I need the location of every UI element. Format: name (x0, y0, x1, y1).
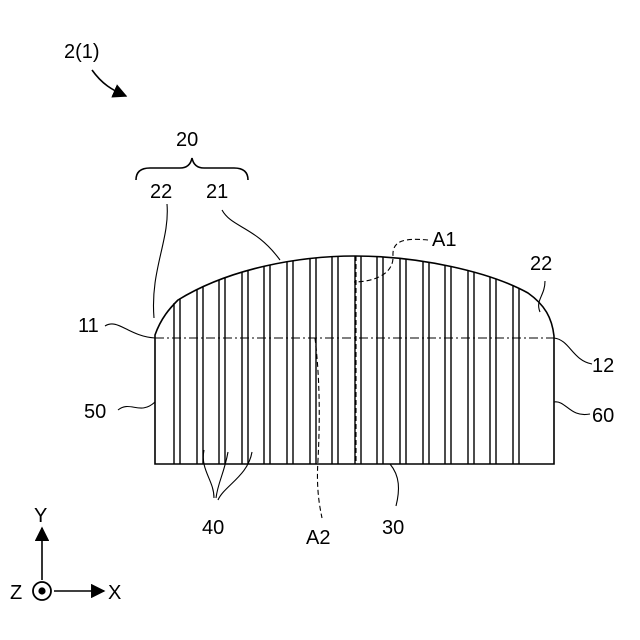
label-50: 50 (84, 401, 106, 423)
leader-30 (390, 464, 398, 506)
leader-50 (118, 402, 155, 410)
label-A1: A1 (432, 229, 456, 251)
leader-40-c (218, 452, 252, 500)
label-30: 30 (382, 517, 404, 539)
label-22-right: 22 (530, 253, 552, 275)
z-axis-dot (38, 587, 45, 594)
label-12: 12 (592, 355, 614, 377)
leader-12 (554, 338, 592, 364)
figure-ref-label: 2(1) (64, 41, 100, 63)
leader-21 (222, 210, 280, 260)
leader-11 (105, 324, 155, 338)
brace-20 (136, 158, 248, 180)
label-21: 21 (206, 181, 228, 203)
label-60: 60 (592, 405, 614, 427)
figure-ref-arrow (92, 70, 126, 96)
label-40: 40 (202, 517, 224, 539)
label-22-left: 22 (150, 181, 172, 203)
axis-x-label: X (108, 582, 121, 604)
leader-40-b (216, 452, 228, 498)
label-11: 11 (78, 315, 99, 337)
leader-60 (554, 402, 590, 415)
stripe-group (174, 256, 519, 464)
axis-z-label: Z (10, 582, 22, 604)
leader-40-a (203, 450, 214, 498)
axis-y-label: Y (34, 505, 47, 527)
label-20: 20 (176, 129, 198, 151)
label-A2: A2 (306, 527, 330, 549)
leader-22-left (153, 204, 167, 318)
